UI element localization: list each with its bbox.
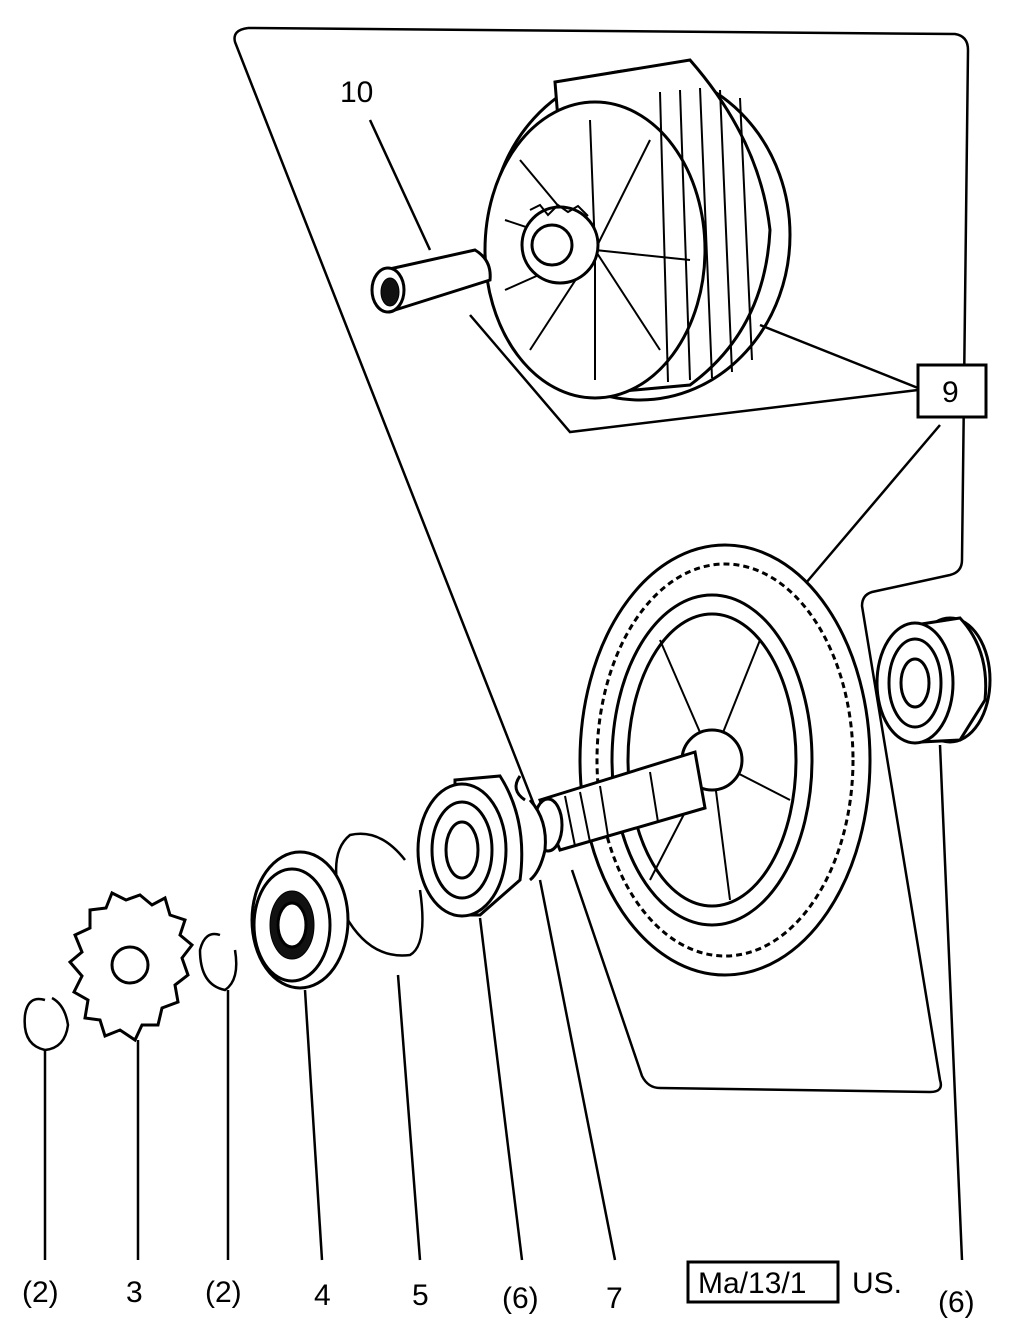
clutch-drum xyxy=(483,58,792,402)
leader-9-c xyxy=(799,424,941,591)
leader-6-left xyxy=(478,917,524,1261)
callout-3: 3 xyxy=(126,1276,143,1309)
circlip-part-7 xyxy=(514,775,547,882)
reference-box xyxy=(686,1260,840,1304)
callout-9: 9 xyxy=(942,376,959,409)
sprocket-part-3 xyxy=(67,890,195,1043)
reference-suffix: US. xyxy=(852,1267,902,1300)
callout-9-box xyxy=(916,363,988,419)
callout-5: 5 xyxy=(412,1279,429,1312)
ball-bearing-left xyxy=(416,774,524,918)
callout-4: 4 xyxy=(314,1279,331,1312)
reference-code: Ma/13/1 xyxy=(698,1267,806,1300)
circlip-middle xyxy=(198,932,238,992)
callout-2-mid: (2) xyxy=(205,1276,242,1309)
circlip-left xyxy=(23,996,70,1052)
callout-2-left: (2) xyxy=(22,1276,59,1309)
oil-seal-part-4 xyxy=(250,850,350,990)
large-gear xyxy=(578,543,872,977)
leader-9-a xyxy=(469,314,919,434)
leader-9-b xyxy=(759,323,919,390)
assembly-9-outline xyxy=(233,26,970,1094)
leader-7 xyxy=(538,879,617,1261)
snap-ring-part-5 xyxy=(334,832,424,957)
leader-4 xyxy=(303,989,324,1261)
callout-10: 10 xyxy=(340,76,373,109)
leader-10 xyxy=(368,119,432,251)
leader-6-right xyxy=(938,744,964,1261)
callout-6-right: (6) xyxy=(938,1286,975,1319)
callout-7: 7 xyxy=(606,1282,623,1315)
callout-6-left: (6) xyxy=(502,1282,539,1315)
ball-bearing-right xyxy=(875,616,992,745)
bushing-part-10 xyxy=(370,248,492,314)
leader-5 xyxy=(396,974,422,1261)
